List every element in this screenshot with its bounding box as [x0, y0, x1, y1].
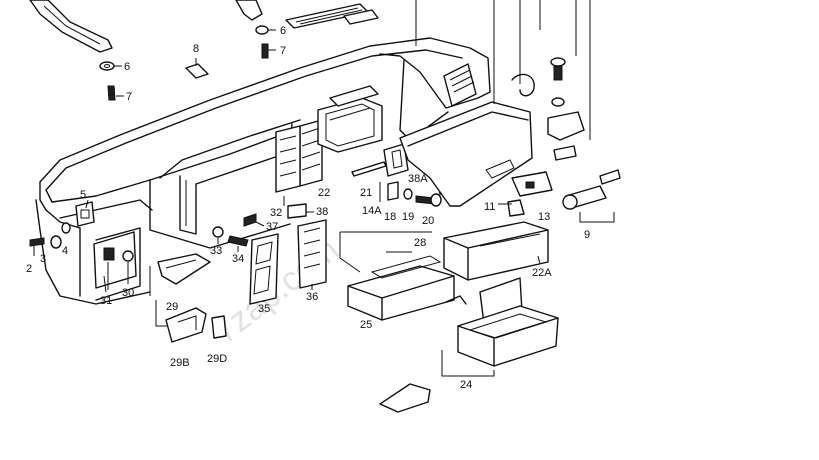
callout-label: 38 — [316, 206, 328, 218]
upper-bracket-left — [29, 0, 113, 53]
spring-icon — [511, 73, 535, 97]
hinge-pin — [351, 161, 387, 177]
callout-label: 19 — [402, 211, 414, 223]
callout-label: 6 — [124, 61, 130, 73]
clip-icon — [61, 222, 71, 234]
callout-label: 13 — [538, 211, 550, 223]
callout-label: 7 — [280, 45, 286, 57]
glove-box-lid — [399, 101, 533, 207]
screw-icon — [550, 57, 566, 81]
clip-icon — [445, 295, 467, 305]
callout-label: 7 — [126, 91, 132, 103]
callout-label: 38A — [408, 173, 428, 185]
callout-label: 22 — [318, 187, 330, 199]
screw-icon — [29, 237, 45, 247]
nut-icon — [50, 235, 62, 249]
clip-icon — [243, 213, 257, 227]
callout-label: 14A — [362, 205, 382, 217]
callout-label: 33 — [210, 245, 222, 257]
callout-label: 32 — [270, 207, 282, 219]
vent-grille — [297, 219, 327, 289]
switch-panel — [93, 231, 137, 290]
washer-icon — [551, 97, 565, 107]
callout-label: 11 — [484, 201, 495, 213]
trim-cover-b — [155, 300, 207, 343]
trim-cover — [149, 253, 211, 296]
cover-plate — [287, 203, 307, 219]
callout-label: 18 — [384, 211, 396, 223]
callout-label: 3 — [40, 253, 46, 265]
latch-bracket — [547, 111, 585, 161]
ashtray-insert — [441, 277, 559, 377]
upper-bracket-center — [235, 0, 263, 21]
screw-icon — [261, 43, 269, 59]
vent-panel-left — [249, 233, 279, 305]
storage-tray — [443, 221, 549, 281]
lock-cylinder — [562, 169, 621, 223]
switch-icon — [75, 201, 95, 227]
washer-icon — [212, 226, 224, 238]
washer-icon — [403, 188, 413, 200]
callout-label: 37 — [266, 221, 278, 233]
leader-lines — [415, 0, 591, 140]
washer-icon — [99, 61, 115, 71]
callout-label: 30 — [122, 287, 134, 299]
spring-icon — [387, 181, 399, 201]
callout-label: 22A — [532, 267, 552, 279]
callout-label: 31 — [100, 295, 112, 307]
ashtray-housing — [347, 255, 455, 321]
callout-label: 29D — [207, 353, 227, 365]
callout-label: 35 — [258, 303, 270, 315]
latch — [507, 171, 553, 217]
screw-icon — [107, 85, 116, 101]
callout-label: 29 — [166, 301, 178, 313]
hinge — [383, 143, 409, 177]
callout-label: 36 — [306, 291, 318, 303]
clip-icon — [185, 58, 209, 79]
screw-icon — [415, 193, 442, 207]
defroster-vent-strip — [285, 3, 379, 29]
switch-cap — [211, 315, 227, 339]
dashboard-panel — [35, 37, 491, 305]
callout-label: 25 — [360, 319, 372, 331]
callout-leaders — [33, 160, 541, 302]
callout-label: 24 — [460, 379, 472, 391]
callout-label: 29B — [170, 357, 190, 369]
callout-label: 8 — [193, 43, 199, 55]
callout-label: 6 — [280, 25, 286, 37]
callout-label: 28 — [414, 237, 426, 249]
callout-label: 4 — [62, 245, 68, 257]
callout-label: 21 — [360, 187, 372, 199]
callout-label: 20 — [422, 215, 434, 227]
callout-label: 2 — [26, 263, 32, 275]
callout-labels: 6 7 8 6 7 5 2 3 4 31 30 29 29B 29D 33 34… — [26, 25, 590, 391]
washer-icon — [255, 25, 269, 35]
callout-label: 34 — [232, 253, 244, 265]
bolt-icon — [227, 235, 249, 247]
callout-label: 5 — [80, 189, 86, 201]
lower-bracket — [379, 383, 431, 413]
callout-label: 9 — [584, 229, 590, 241]
